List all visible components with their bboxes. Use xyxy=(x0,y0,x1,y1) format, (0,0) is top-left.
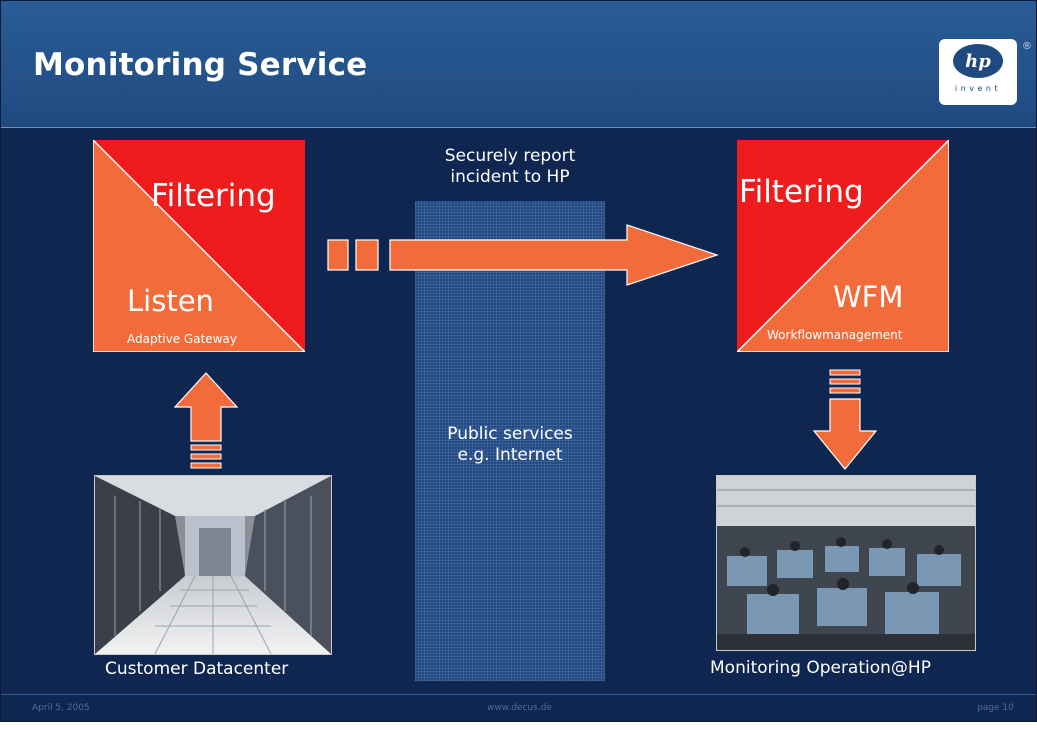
report-arrow-right xyxy=(327,224,719,286)
slide-title: Monitoring Service xyxy=(33,47,368,83)
public-services-note: Public services e.g. Internet xyxy=(405,424,615,466)
filtering-label: Filtering xyxy=(151,178,276,214)
customer-datacenter-photo xyxy=(94,475,332,655)
workflowmanagement-label: Workflowmanagement xyxy=(767,328,903,342)
monitoring-operation-photo xyxy=(716,475,976,651)
filtering-label: Filtering xyxy=(739,174,864,210)
adaptive-gateway-box: Filtering Listen Adaptive Gateway xyxy=(93,140,305,352)
hp-logo-mark: hp xyxy=(965,51,991,72)
workflow-box-shape xyxy=(737,140,949,352)
operations-caption: Monitoring Operation@HP xyxy=(710,658,931,678)
footer-divider xyxy=(1,694,1036,695)
internet-band xyxy=(415,201,605,681)
footer-url: www.decus.de xyxy=(487,703,552,713)
listen-label: Listen xyxy=(127,284,214,318)
footer-date: April 5, 2005 xyxy=(32,703,90,713)
wfm-label: WFM xyxy=(833,280,904,314)
datacenter-caption: Customer Datacenter xyxy=(105,659,289,679)
secure-note-line-2: incident to HP xyxy=(450,167,570,187)
hp-logo-icon: hp xyxy=(953,44,1003,78)
hp-logo-tagline: invent xyxy=(954,84,1002,93)
secure-note-line-1: Securely report xyxy=(444,146,576,166)
public-note-line-1: Public services xyxy=(447,424,573,444)
adaptive-gateway-label: Adaptive Gateway xyxy=(127,332,237,346)
workflow-management-box: Filtering WFM Workflowmanagement xyxy=(737,140,949,352)
secure-report-note: Securely report incident to HP xyxy=(405,146,615,188)
up-arrow xyxy=(173,372,239,469)
down-arrow xyxy=(812,369,878,470)
registered-mark: ® xyxy=(1022,41,1032,52)
slide-header: Monitoring Service hp invent ® xyxy=(1,1,1036,128)
footer-page-number: page 10 xyxy=(977,703,1014,713)
public-note-line-2: e.g. Internet xyxy=(457,445,563,465)
hp-logo: hp invent xyxy=(939,39,1017,105)
gateway-box-shape xyxy=(93,140,305,352)
